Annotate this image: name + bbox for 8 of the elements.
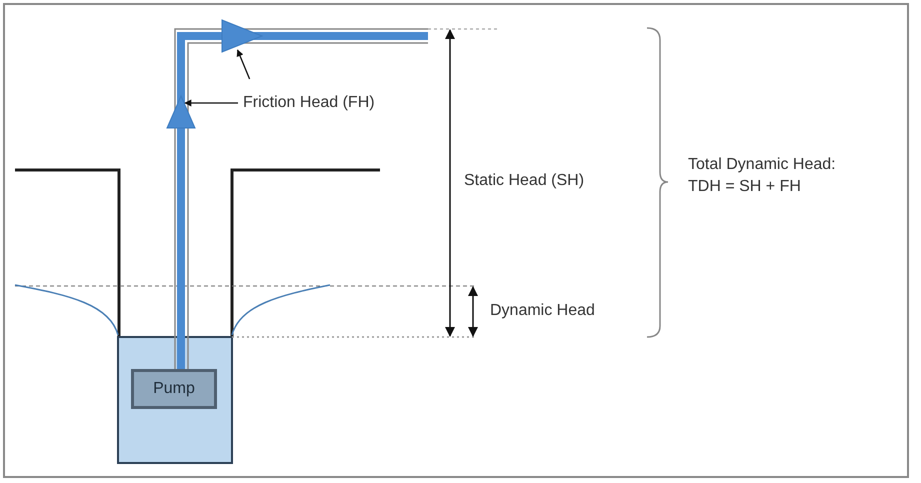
dimension-label: Dynamic Head bbox=[490, 301, 595, 321]
formula-text: Total Dynamic Head: TDH = SH + FH bbox=[688, 155, 837, 197]
pump-box: Pump bbox=[131, 369, 217, 409]
dimension-label: Static Head (SH) bbox=[464, 171, 584, 191]
callout-text: Friction Head (FH) bbox=[243, 93, 375, 113]
leader-line bbox=[236, 49, 250, 80]
pipe-drawing bbox=[166, 19, 428, 370]
leader-line bbox=[184, 100, 238, 106]
